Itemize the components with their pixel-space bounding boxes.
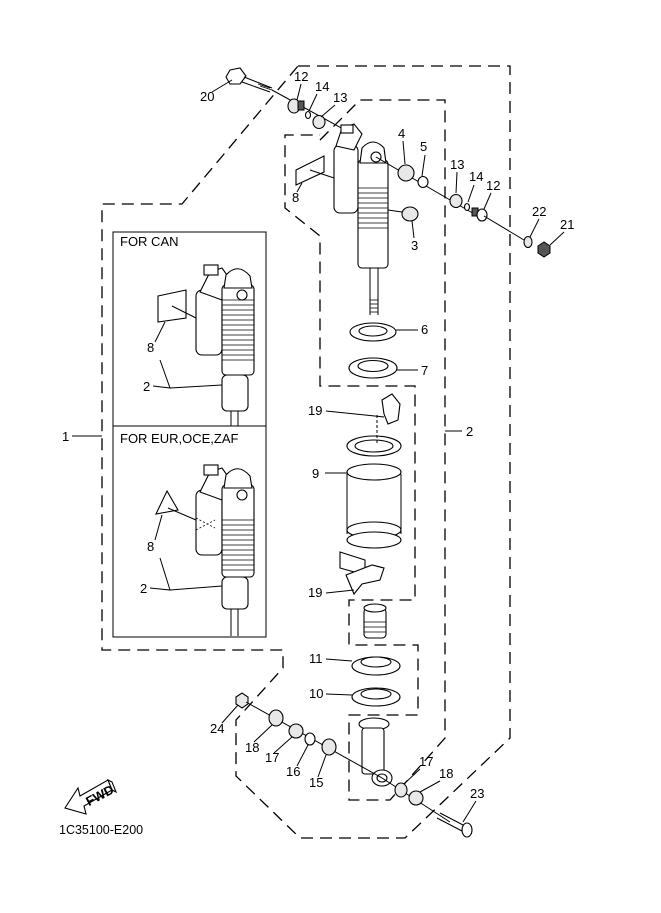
part-washer-22 xyxy=(523,235,533,249)
callout-8-can: 8 xyxy=(147,340,154,355)
callout-19-lower: 19 xyxy=(308,585,322,600)
shock-illustration-can xyxy=(157,264,255,426)
part-adjuster-3 xyxy=(401,206,419,222)
part-locknut-7 xyxy=(348,357,398,379)
part-bushing-4 xyxy=(397,164,415,182)
part-bolt-23 xyxy=(436,812,473,838)
callout-16: 16 xyxy=(286,764,300,779)
callout-19-upper: 19 xyxy=(308,403,322,418)
callout-17-left: 17 xyxy=(265,750,279,765)
callout-13-left: 13 xyxy=(333,90,347,105)
group-label-2: 2 xyxy=(466,424,473,439)
shock-illustration-eur xyxy=(155,464,255,636)
callout-20: 20 xyxy=(200,89,214,104)
callout-21: 21 xyxy=(560,217,574,232)
part-collar-12-left xyxy=(287,98,305,114)
callout-13-right: 13 xyxy=(450,157,464,172)
part-circlip-5 xyxy=(417,175,429,189)
part-oring-14-right xyxy=(463,202,471,212)
inset-title-eur: FOR EUR,OCE,ZAF xyxy=(120,431,239,446)
part-seal-13-left xyxy=(312,114,326,130)
callout-14-left: 14 xyxy=(315,79,329,94)
inset-box-eur xyxy=(112,425,267,638)
part-bump-stop xyxy=(363,603,387,639)
callout-5: 5 xyxy=(420,139,427,154)
callout-22: 22 xyxy=(532,204,546,219)
group-2-boundary xyxy=(284,99,446,801)
part-shock-absorber xyxy=(333,123,389,315)
callout-4: 4 xyxy=(398,126,405,141)
part-bumper-10 xyxy=(351,687,401,707)
group-1-boundary xyxy=(101,65,511,839)
callout-2-can: 2 xyxy=(143,379,150,394)
callout-12-left: 12 xyxy=(294,69,308,84)
part-collar-17-right xyxy=(394,782,408,798)
diagram-code: 1C35100-E200 xyxy=(59,823,143,837)
group-label-1: 1 xyxy=(62,429,69,444)
fwd-label: FWD xyxy=(83,782,116,809)
part-ringnut-6 xyxy=(349,322,397,342)
callout-17-right: 17 xyxy=(419,754,433,769)
part-spring-9 xyxy=(346,415,402,549)
inset-title-can: FOR CAN xyxy=(120,234,179,249)
part-seal-18-left xyxy=(268,709,284,727)
part-lower-clevis xyxy=(358,717,393,787)
part-seal-13-right xyxy=(449,193,463,209)
part-bolt-20 xyxy=(225,67,273,93)
callout-23: 23 xyxy=(470,786,484,801)
callout-7: 7 xyxy=(421,363,428,378)
callout-8-main: 8 xyxy=(292,190,299,205)
callout-18-right: 18 xyxy=(439,766,453,781)
part-guide-19-upper xyxy=(381,393,401,425)
fwd-arrow-icon xyxy=(64,778,118,815)
callout-14-right: 14 xyxy=(469,169,483,184)
part-collar-17-left xyxy=(288,723,304,739)
callout-15: 15 xyxy=(309,775,323,790)
callout-9: 9 xyxy=(312,466,319,481)
callout-8-eur: 8 xyxy=(147,539,154,554)
callout-10: 10 xyxy=(309,686,323,701)
part-oring-14-left xyxy=(304,110,312,120)
part-seal-18-right xyxy=(408,790,424,806)
part-nut-24 xyxy=(235,692,249,709)
part-collar-12-right xyxy=(471,207,488,222)
callout-24: 24 xyxy=(210,721,224,736)
part-bearing-16 xyxy=(304,732,316,746)
callout-2-eur: 2 xyxy=(140,581,147,596)
callout-3: 3 xyxy=(411,238,418,253)
callout-6: 6 xyxy=(421,322,428,337)
part-cap-11 xyxy=(351,656,401,676)
part-guide-19-lower xyxy=(345,564,385,596)
part-bearing-15 xyxy=(321,738,337,756)
callout-11: 11 xyxy=(309,651,323,666)
part-nut-21 xyxy=(537,241,551,258)
callout-12-right: 12 xyxy=(486,178,500,193)
callout-18-left: 18 xyxy=(245,740,259,755)
